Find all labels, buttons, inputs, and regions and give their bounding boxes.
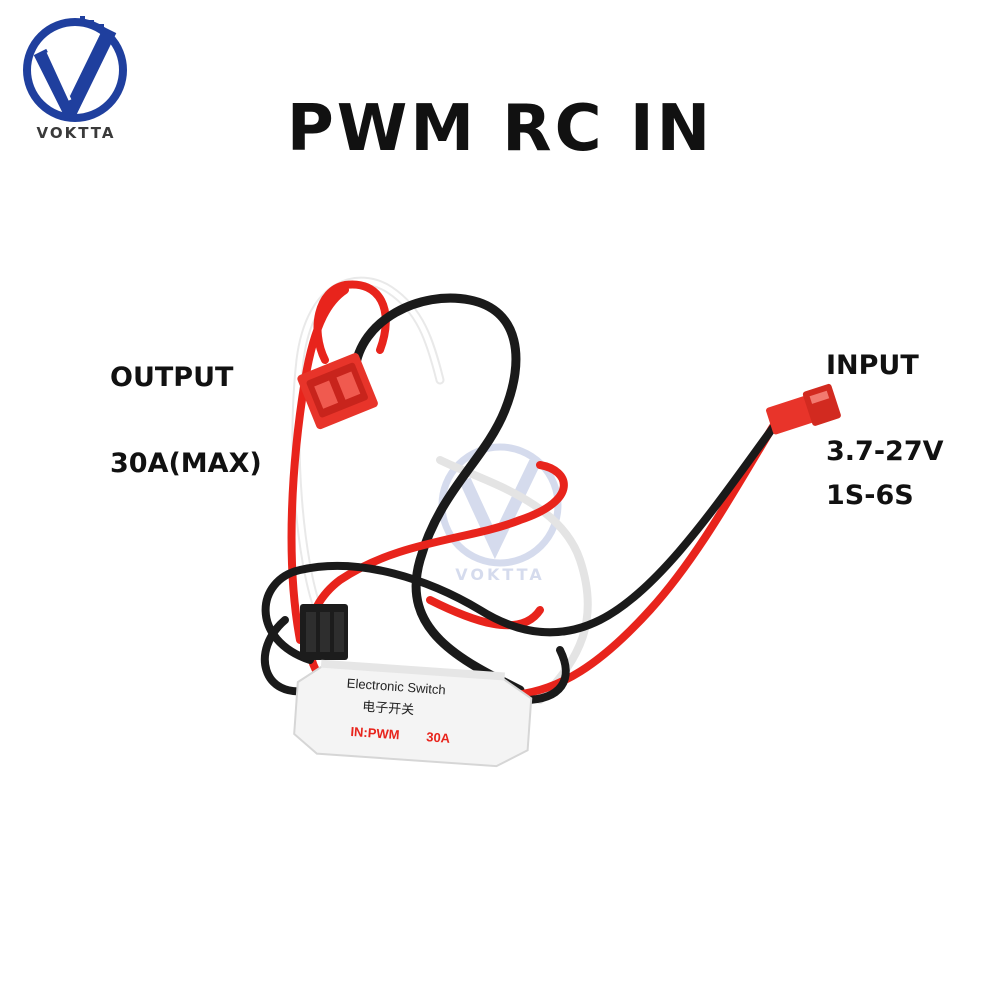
output-label: OUTPUT	[110, 362, 234, 393]
module-mode: IN:PWM	[350, 724, 400, 742]
module-name: Electronic Switch	[346, 676, 446, 698]
page-title: PWM RC IN	[286, 92, 714, 166]
module-name-cn: 电子开关	[362, 699, 415, 718]
electronic-switch-module: Electronic Switch 电子开关 IN:PWM 30A	[293, 659, 533, 768]
module-rating: 30A	[426, 729, 451, 746]
input-cells: 1S-6S	[826, 480, 914, 511]
voktta-logo-icon	[23, 16, 127, 122]
input-connector	[766, 383, 841, 435]
input-voltage: 3.7-27V	[826, 436, 944, 467]
servo-connector	[300, 604, 348, 660]
output-connector	[297, 353, 378, 430]
input-label: INPUT	[826, 350, 919, 381]
output-current: 30A(MAX)	[110, 448, 262, 479]
watermark-text: VOKTTA	[455, 565, 544, 584]
brand-name: VOKTTA	[36, 124, 116, 142]
